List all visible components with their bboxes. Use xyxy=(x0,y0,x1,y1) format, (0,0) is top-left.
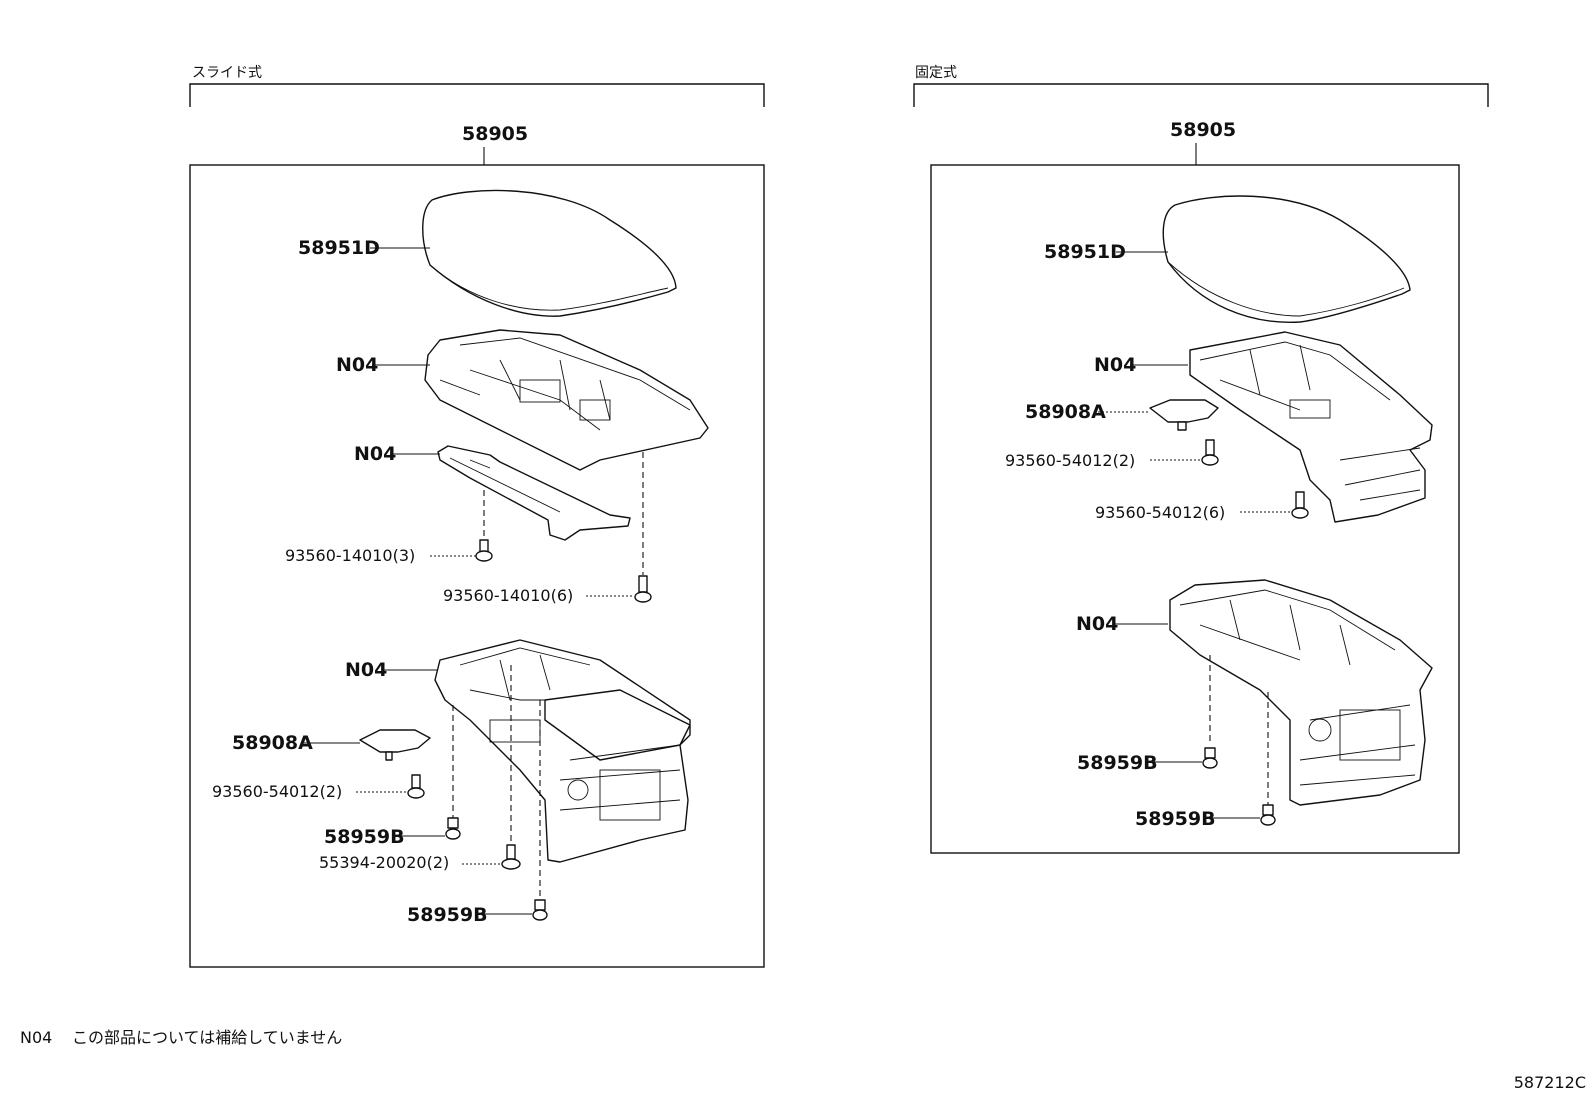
left-label-58908A: 58908A xyxy=(232,732,313,754)
right-screw-54012-2-icon xyxy=(1201,439,1219,466)
left-label-58959B-a: 58959B xyxy=(324,826,405,848)
footnote-code: N04 xyxy=(20,1028,52,1047)
left-bolt-55394-icon xyxy=(501,844,521,870)
right-label-58908A: 58908A xyxy=(1025,401,1106,423)
right-label-93560-54012-6: 93560-54012(6) xyxy=(1095,503,1225,522)
left-label-N04-upper: N04 xyxy=(336,354,378,376)
left-upper-tray-part xyxy=(424,329,709,471)
left-clip-58959B-a-icon xyxy=(445,817,461,840)
right-section: 固定式 58905 58951D N04 58908A xyxy=(913,65,1489,854)
right-label-93560-54012-2: 93560-54012(2) xyxy=(1005,451,1135,470)
right-label-58951D: 58951D xyxy=(1044,241,1126,263)
footnote-text: この部品については補給していません xyxy=(72,1028,342,1047)
right-screw-54012-6-icon xyxy=(1291,491,1309,519)
left-label-N04-plate: N04 xyxy=(354,443,396,465)
right-section-title: 固定式 xyxy=(915,65,957,81)
left-plate-part xyxy=(437,445,631,541)
diagram-id: 587212C xyxy=(1514,1073,1586,1092)
right-clip-58959B-b-icon xyxy=(1260,804,1276,826)
left-clip-58959B-b-icon xyxy=(532,899,548,921)
right-base-part xyxy=(1169,579,1433,806)
left-label-55394-20020-2: 55394-20020(2) xyxy=(319,853,449,872)
left-screw-6-icon xyxy=(634,575,652,603)
right-upper-frame-part xyxy=(1189,331,1433,523)
left-bracket-58908A-part xyxy=(359,729,431,761)
right-section-bracket xyxy=(913,83,1489,107)
left-screw-3-icon xyxy=(475,539,493,562)
left-assembly-box xyxy=(189,164,765,968)
left-label-93560-14010-3: 93560-14010(3) xyxy=(285,546,415,565)
right-bracket-58908A-part xyxy=(1149,399,1219,431)
left-screw-54012-icon xyxy=(407,774,425,799)
left-assembly-number: 58905 xyxy=(462,123,528,145)
left-label-58959B-b: 58959B xyxy=(407,904,488,926)
left-label-N04-base: N04 xyxy=(345,659,387,681)
right-label-N04-upper: N04 xyxy=(1094,354,1136,376)
left-base-part xyxy=(434,639,691,863)
right-assembly-number: 58905 xyxy=(1170,119,1236,141)
right-label-58959B-a: 58959B xyxy=(1077,752,1158,774)
left-label-93560-14010-6: 93560-14010(6) xyxy=(443,586,573,605)
right-label-N04-base: N04 xyxy=(1076,613,1118,635)
right-clip-58959B-a-icon xyxy=(1202,747,1218,769)
right-assembly-box xyxy=(930,164,1460,854)
right-label-58959B-b: 58959B xyxy=(1135,808,1216,830)
right-lid-part xyxy=(1162,195,1411,323)
left-section-bracket xyxy=(189,83,765,107)
left-section: スライド式 58905 58951D N04 N04 xyxy=(189,65,765,968)
left-label-93560-54012-2: 93560-54012(2) xyxy=(212,782,342,801)
left-lid-part xyxy=(422,189,677,317)
left-label-58951D: 58951D xyxy=(298,237,380,259)
left-section-title: スライド式 xyxy=(192,65,262,81)
